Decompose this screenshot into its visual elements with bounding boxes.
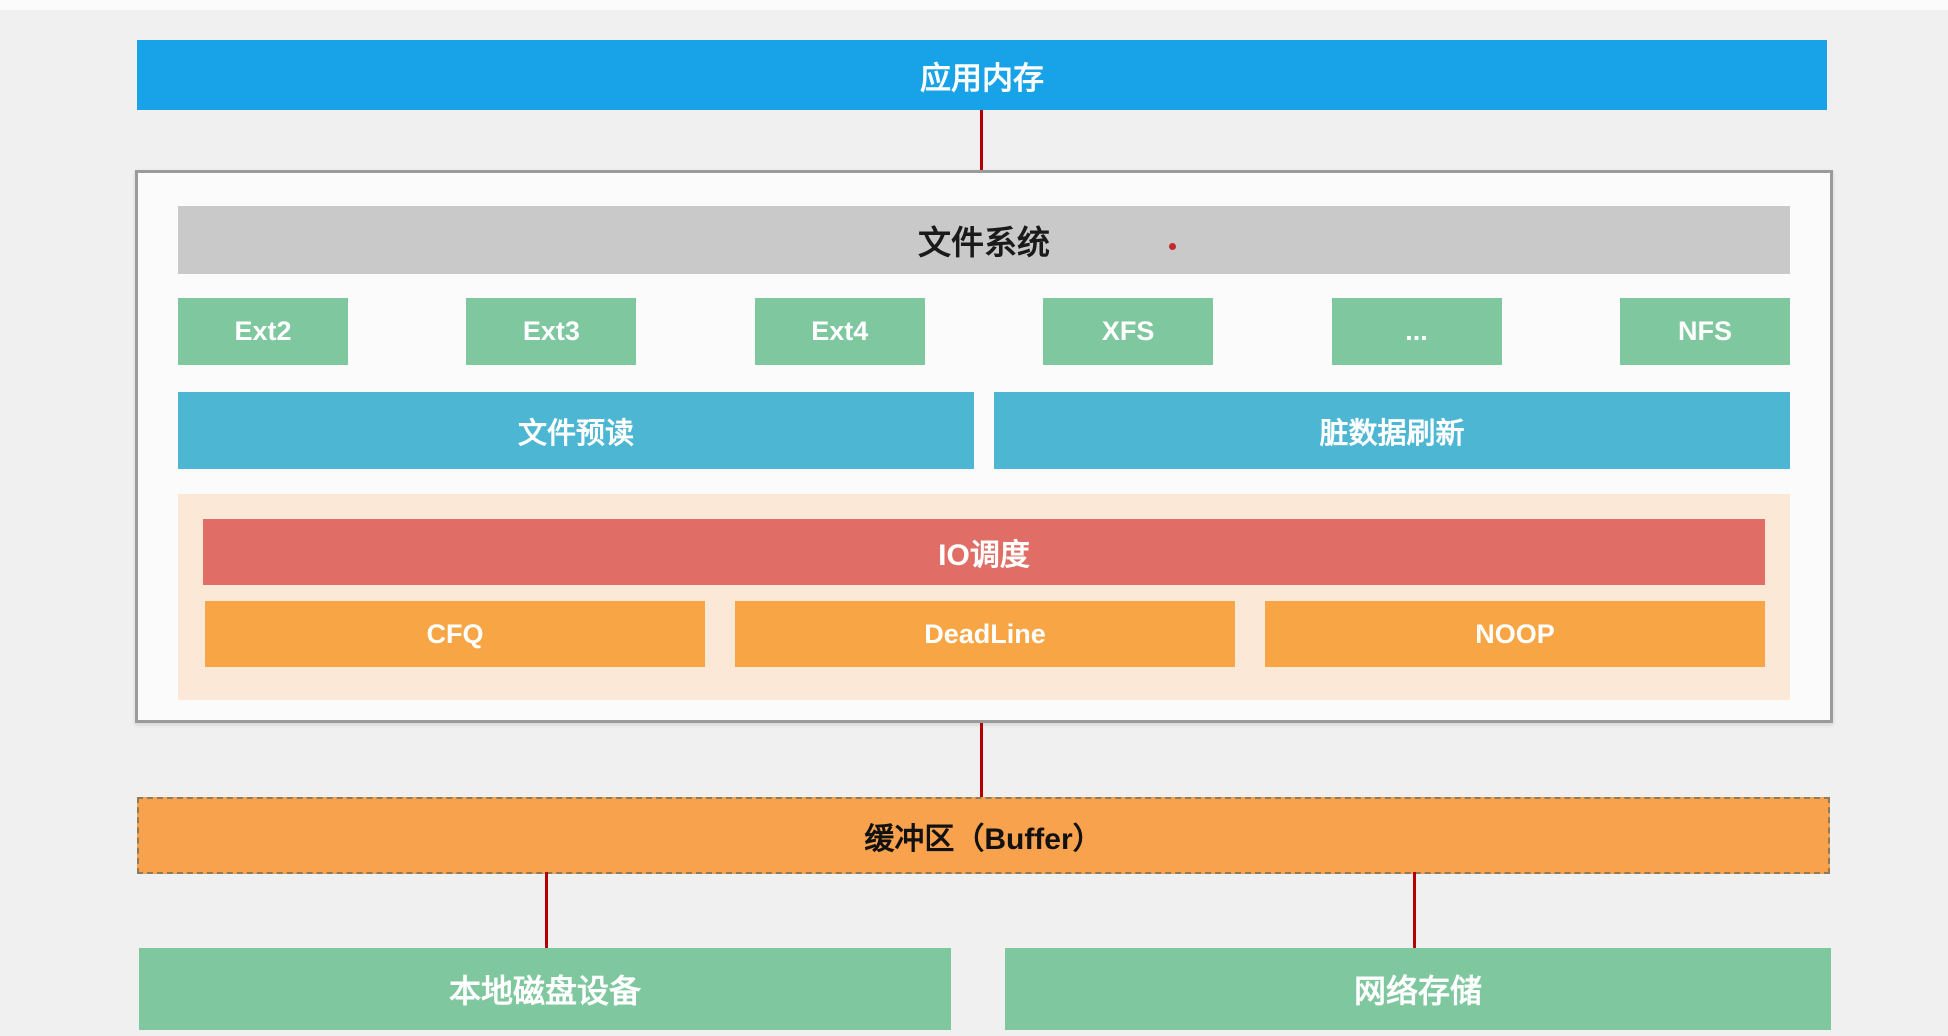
- filesystem-title-bar: 文件系统: [178, 206, 1790, 274]
- laser-pointer-dot: [1169, 243, 1176, 250]
- connector-app-to-filesystem: [980, 110, 983, 172]
- dirty-data-flush-bar: 脏数据刷新: [994, 392, 1790, 469]
- fs-type-xfs: XFS: [1043, 298, 1214, 365]
- app-memory-bar: 应用内存: [137, 40, 1827, 110]
- connector-buffer-to-local-disk: [545, 872, 548, 950]
- network-storage-bar: 网络存储: [1005, 948, 1831, 1030]
- file-readahead-bar: 文件预读: [178, 392, 974, 469]
- top-edge-strip: [0, 0, 1948, 10]
- fs-features-row: 文件预读 脏数据刷新: [178, 392, 1790, 469]
- io-scheduler-title-bar: IO调度: [203, 519, 1765, 585]
- fs-type-ext4: Ext4: [754, 298, 925, 365]
- fs-type-nfs: NFS: [1619, 298, 1790, 365]
- connector-buffer-to-network-storage: [1413, 872, 1416, 950]
- filesystem-types-row: Ext2 Ext3 Ext4 XFS ... NFS: [178, 298, 1790, 365]
- fs-type-ext2: Ext2: [178, 298, 348, 365]
- io-scheduler-group: IO调度 CFQ DeadLine NOOP: [178, 494, 1790, 700]
- io-scheduler-algorithms-row: CFQ DeadLine NOOP: [205, 601, 1765, 667]
- filesystem-container: 文件系统 Ext2 Ext3 Ext4 XFS ... NFS 文件预读 脏数据…: [135, 170, 1833, 723]
- scheduler-cfq: CFQ: [205, 601, 705, 667]
- fs-type-ext3: Ext3: [466, 298, 637, 365]
- buffer-bar: 缓冲区（Buffer）: [137, 797, 1830, 874]
- fs-type-ellipsis: ...: [1331, 298, 1502, 365]
- local-disk-bar: 本地磁盘设备: [139, 948, 951, 1030]
- connector-filesystem-to-buffer: [980, 723, 983, 798]
- scheduler-noop: NOOP: [1265, 601, 1765, 667]
- scheduler-deadline: DeadLine: [735, 601, 1235, 667]
